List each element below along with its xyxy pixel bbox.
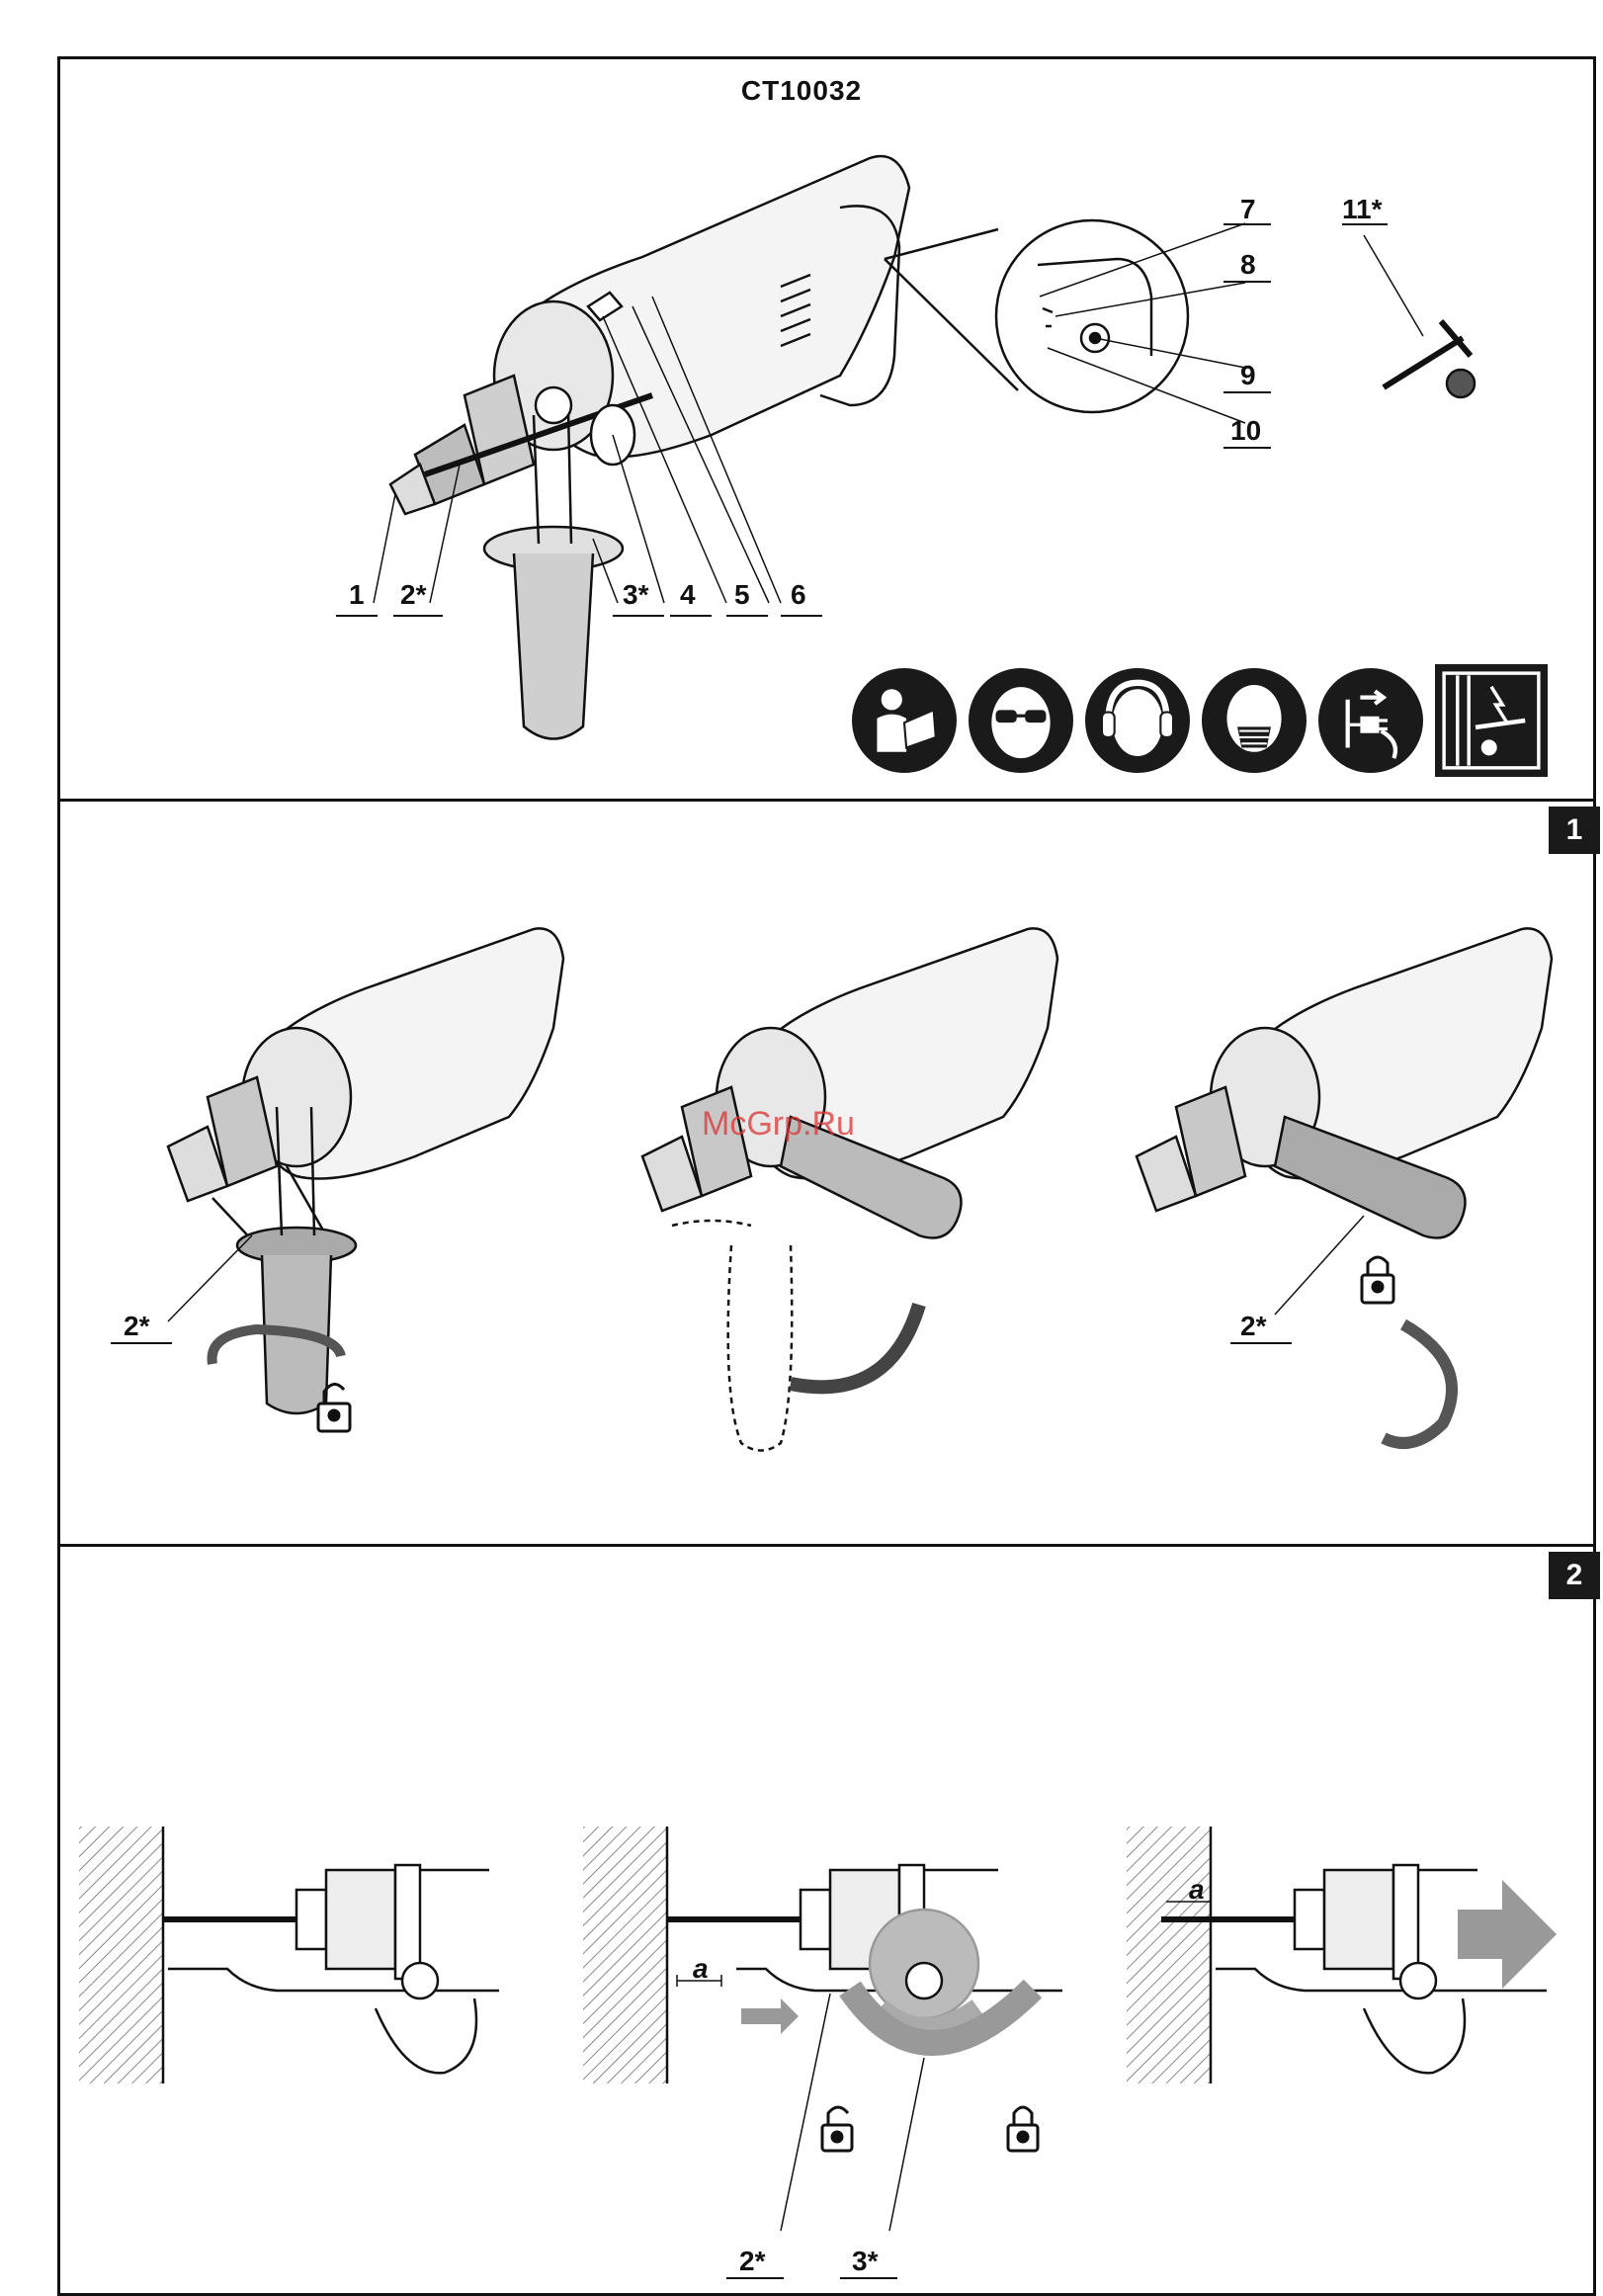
- section-1-label-handle-c: 2*: [1240, 1311, 1266, 1342]
- dimension-label-a-middle: a: [693, 1953, 709, 1985]
- section-1-illustrations: [0, 801, 1603, 1552]
- part-label-3: 3*: [623, 579, 648, 611]
- label-underline: [336, 615, 378, 617]
- safety-icons-row: [852, 662, 1548, 779]
- label-underline: [726, 2277, 784, 2279]
- label-underline: [781, 615, 822, 617]
- part-label-8: 8: [1240, 249, 1256, 281]
- part-label-2: 2*: [400, 579, 426, 611]
- section-2-label-depth-stop: 3*: [852, 2246, 878, 2277]
- watermark-text: McGrp.Ru: [702, 1105, 855, 1144]
- hidden-wiring-warning-icon: [1435, 664, 1548, 777]
- part-label-1: 1: [349, 579, 365, 611]
- label-underline: [111, 1342, 172, 1344]
- label-underline: [1223, 391, 1271, 393]
- ear-protection-icon: [1085, 668, 1190, 773]
- section-2-illustrations: [0, 1544, 1603, 2296]
- part-label-7: 7: [1240, 194, 1256, 225]
- read-manual-icon: [852, 668, 957, 773]
- label-underline: [1223, 447, 1271, 449]
- part-label-6: 6: [791, 579, 806, 611]
- label-underline: [613, 615, 664, 617]
- part-label-11: 11*: [1342, 194, 1383, 225]
- safety-glasses-icon: [969, 668, 1073, 773]
- dimension-label-a-right: a: [1189, 1874, 1205, 1906]
- dust-mask-icon: [1202, 668, 1307, 773]
- unplug-icon: [1318, 668, 1423, 773]
- label-underline: [393, 615, 443, 617]
- label-underline: [1230, 1342, 1292, 1344]
- part-label-4: 4: [680, 579, 696, 611]
- label-underline: [1223, 281, 1271, 283]
- section-1-label-handle-a: 2*: [124, 1311, 149, 1342]
- part-label-10: 10: [1230, 415, 1261, 447]
- section-2-label-handle: 2*: [739, 2246, 765, 2277]
- label-underline: [670, 615, 712, 617]
- label-underline: [1342, 223, 1388, 225]
- part-label-9: 9: [1240, 360, 1256, 391]
- label-underline: [726, 615, 768, 617]
- label-underline: [1223, 223, 1271, 225]
- label-underline: [840, 2277, 897, 2279]
- part-label-5: 5: [734, 579, 750, 611]
